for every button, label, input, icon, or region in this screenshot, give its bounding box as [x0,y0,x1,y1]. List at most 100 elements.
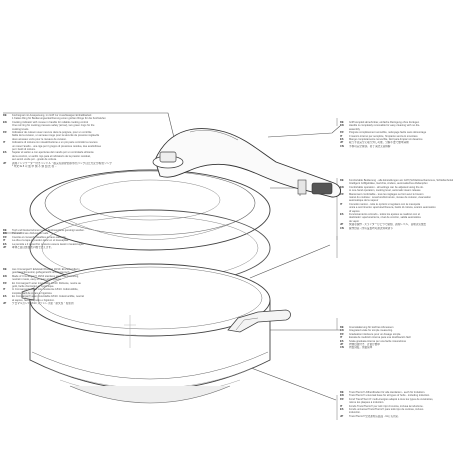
language-code: ES [340,213,344,217]
language-code: ES [3,242,7,246]
feature-text: même les plaques à induction. [349,401,385,405]
feature-text: Cocotte et couvercle lavables au lave-va… [12,235,67,239]
feature-text: Pot and lid are dishwasher safe. [12,232,49,236]
text-line: cooking levels. [3,128,153,131]
text-line: Intelligent Griffgebläse, Gerichte, Ande… [340,182,453,185]
feature-text: assembly [349,127,360,131]
text-line: JP 本体と蓋は食器洗い機で洗えます。 [3,246,113,249]
feature-text: 本体と蓋は食器洗い機で洗えます。 [12,246,54,250]
feature-text: Intelligent Griffgebläse, Gerichte, Ande… [349,182,428,186]
language-code: IT [340,134,343,138]
feature-text: En Cromargan® acero inoxidable 18/10. In… [12,295,84,299]
text-line: fiable de la cuisson, un anneau rouge po… [3,134,153,137]
feature-text: deux anneaux verts pour le niveaux de cu… [12,137,67,141]
language-code: ES [3,151,7,155]
feature-text: Graduation intérieure pour un dosage sim… [349,332,402,336]
feature-text: Mango completamente removible, fácil par… [349,138,423,142]
feature-text: Fond TransTherm® multi-énergies adapté à… [349,397,434,401]
feature-text: Sujetar el sartén a con aperturas del ma… [12,151,94,155]
text-line: deslizador: apertura/cierre, nivel de co… [340,216,453,219]
text-line: to one-hand operation, cooking level, au… [340,189,453,192]
text-line: JP 取っ手は完全に取り外し可能、分解不要で簡単清掃 [340,141,453,144]
feature-text: Komfortable Bedienung - alle Einstellung… [349,179,453,182]
feature-text: Indicatore di cottura con visualizzazion… [12,141,98,145]
language-code: CN [340,226,344,230]
language-code: JP [340,343,344,347]
language-code: IT [340,336,343,340]
text-line: * 中文 IE 8 以 加 中 鍋 不 鍋 加 式 在 ... [3,165,153,168]
feature-text: TransTherm®全熱源対応底面 - IHにも対応 [349,414,399,418]
text-line: goût, facile d'entretien et hygiénique. [3,285,113,288]
language-code: DE [340,391,344,394]
feature-text: * 中文 IE 8 以 加 中 鍋 不 鍋 加 式 在 ... [12,165,57,169]
language-code: DE [3,229,7,232]
feature-text: geschmacksneutral, geflegetreicht und hy… [12,271,70,275]
text-line: mainé du coulisse : ouverture/fermeture,… [340,196,453,199]
feature-text: Made of Cromargan® 18/10 stainless steel… [12,274,79,278]
feature-text: En Cromargan® acier inoxydable 18/10. Ro… [12,281,81,285]
text-line: al sapore, facile da pulire e higiénico. [3,299,113,302]
feature-text: aun anciò verde por - grado de cottura. [12,158,57,162]
feature-text: automatique de la vapeur [349,199,379,203]
feature-text: di vapore [349,209,360,213]
text-line: di vapore [340,210,453,213]
language-code: JP [3,302,7,306]
feature-text: 内側目盛付き、計量が簡単 [349,343,380,347]
language-code: JP [3,246,7,250]
text-line: geschmacksneutral, geflegetreicht und hy… [3,271,113,274]
feature-text: 操作舒适 - 所有设置均可通过滑块调节 [349,226,393,230]
text-line: de vapor [340,220,453,223]
feature-text: Fondo universal TransTherm® para todo ti… [349,408,424,412]
language-code [3,165,12,168]
language-code: DE [3,268,7,271]
feature-text: TransTherm® universal base for all types… [349,394,430,398]
feature-text: insipida, fácil de curare e higiénica [12,291,52,295]
cooker-pot [21,263,291,404]
language-code: IT [3,141,6,145]
feature-text: Escala de medición interna para una dosi… [349,336,411,340]
feature-text: 取っ手は完全に取り外し可能、分解不要で簡単清掃 [349,141,409,145]
language-code: JP [3,161,7,165]
text-line: unica a scorrimento: apertura/chiusura, … [340,206,453,209]
language-code: EN [340,329,344,333]
feature-text: inducción. [349,411,361,415]
language-code: DE [340,326,344,329]
feature-text: fiable de la cuisson, un anneau rouge po… [12,134,100,138]
feature-text: Scala graduata interna per una facile mi… [349,339,407,343]
feature-text: unica a scorrimento: apertura/chiusura, … [349,206,436,210]
feature-text: Kochsignal mit Ausspeisung, im Griff zur… [12,114,92,117]
language-code: EN [340,185,344,189]
text-line: IT Indicatore di cottura con visualizzazi… [3,141,153,144]
language-code: FR [340,192,344,196]
text-line: insipida, fácil de curare e higiénica [3,292,113,295]
language-code: JP [340,141,344,145]
feature-text: One red ring for cooking pressure safety… [12,124,95,128]
feature-text: cooking levels. [12,127,30,131]
feature-text: un rosso l'anello - una riga per il grup… [12,144,102,148]
feature-text: 内置刻度，测量简单 [349,346,373,350]
